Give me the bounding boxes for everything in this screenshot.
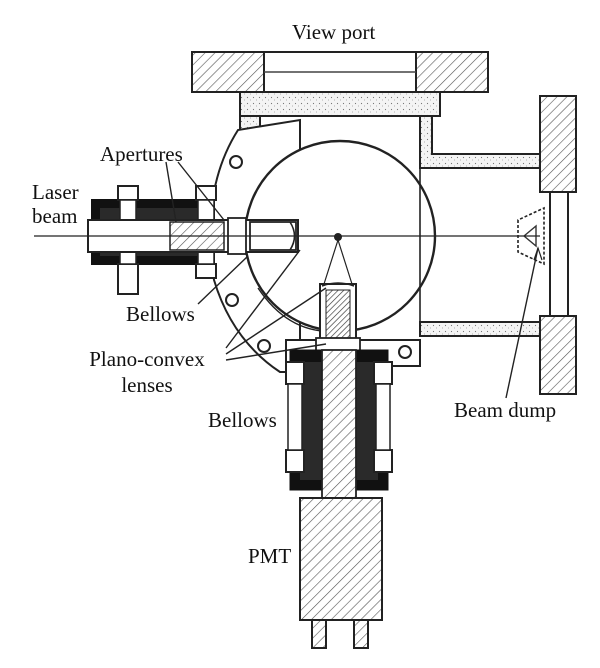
laser-entrance-port bbox=[87, 185, 299, 295]
laser-beam-label: Laser beam bbox=[32, 180, 79, 228]
beam-dump-label: Beam dump bbox=[454, 398, 557, 422]
view-port-flange bbox=[191, 51, 489, 117]
leader-lines bbox=[165, 161, 543, 399]
focal-point bbox=[334, 233, 342, 241]
laser-beam-label-line1: Laser bbox=[32, 180, 79, 204]
laser-beam-label-line2: beam bbox=[32, 204, 78, 228]
plano-convex-label-line1: Plano-convex bbox=[89, 347, 205, 371]
plano-convex-label-line2: lenses bbox=[121, 373, 173, 397]
collection-tube bbox=[285, 282, 393, 649]
beam-dump-arm bbox=[419, 95, 577, 395]
view-port-label: View port bbox=[292, 20, 376, 44]
bellows-bottom-label: Bellows bbox=[208, 408, 277, 432]
pmt-label: PMT bbox=[248, 544, 292, 568]
apertures-label: Apertures bbox=[100, 142, 183, 166]
collection-cone bbox=[323, 239, 353, 285]
plano-convex-label: Plano-convex lenses bbox=[72, 346, 222, 398]
bellows-left-label: Bellows bbox=[126, 302, 195, 326]
